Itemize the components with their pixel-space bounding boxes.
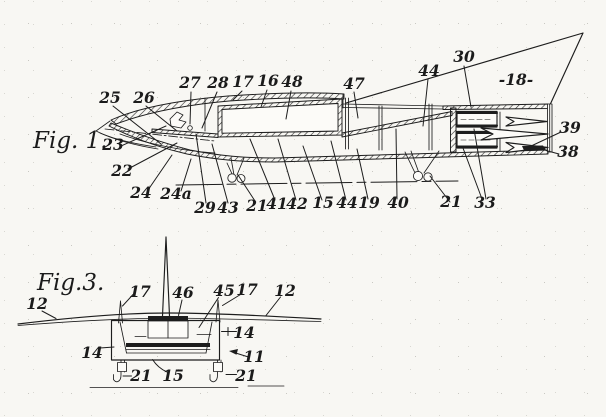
figure3-title: Fig.3. bbox=[36, 270, 104, 296]
mid-deck bbox=[341, 111, 453, 138]
payload-bay-interior bbox=[221, 103, 339, 134]
inner-wall-right bbox=[205, 321, 213, 354]
stub-fin-right bbox=[215, 299, 221, 323]
ref-label-24a: 24a bbox=[159, 184, 192, 203]
mechanism-pivot bbox=[187, 125, 193, 131]
ref-label-11: 11 bbox=[243, 347, 265, 366]
equipment-box-upper-edges bbox=[456, 112, 498, 127]
ref-label-17: 17 bbox=[236, 280, 258, 299]
ref-label-39: 39 bbox=[559, 118, 581, 137]
ground-line bbox=[175, 180, 459, 186]
nose-jaw-inner bbox=[99, 132, 157, 148]
ref-label-45: 45 bbox=[213, 281, 235, 300]
landing-skid-left bbox=[113, 359, 127, 383]
landing-skid-right bbox=[209, 359, 223, 383]
ref-label-48: 48 bbox=[281, 72, 303, 91]
ref-label-21: 21 bbox=[439, 192, 462, 211]
ref-label-23: 23 bbox=[101, 135, 124, 154]
vertical-fin bbox=[161, 236, 171, 317]
bulkhead-430 bbox=[428, 103, 433, 151]
rocket-bay-front-wall bbox=[450, 107, 457, 153]
ref-label-14: 14 bbox=[81, 343, 103, 362]
ref-label-27: 27 bbox=[178, 73, 201, 92]
ref-label-14: 14 bbox=[233, 323, 255, 342]
nose-inner-line bbox=[119, 133, 216, 154]
ref-label-21: 21 bbox=[129, 366, 152, 385]
figure1-drawing: Fig. 1. bbox=[32, 32, 584, 217]
ref-label-38: 38 bbox=[557, 142, 579, 161]
arrow-head-11 bbox=[229, 349, 238, 355]
rear-landing-gear bbox=[404, 150, 440, 182]
ref-label-29: 29 bbox=[193, 198, 216, 217]
stub-fin-left bbox=[118, 300, 123, 324]
wing-upper-line bbox=[17, 312, 322, 325]
rocket-middle bbox=[480, 127, 549, 141]
ref-label-22: 22 bbox=[110, 161, 133, 180]
ref-label-30: 30 bbox=[453, 47, 475, 66]
inner-wall-left bbox=[119, 321, 127, 354]
ground-line-fig3 bbox=[89, 385, 285, 388]
ref-label-16: 16 bbox=[257, 71, 279, 90]
tail-fin bbox=[345, 32, 584, 108]
ref-label-33: 33 bbox=[474, 193, 496, 212]
rocket-top bbox=[505, 116, 548, 127]
ref-label-21: 21 bbox=[234, 366, 257, 385]
ref-label-17: 17 bbox=[129, 282, 151, 301]
ref-label-47: 47 bbox=[343, 74, 365, 93]
nose-jaw bbox=[95, 120, 159, 150]
ref-label-25: 25 bbox=[98, 88, 121, 107]
ref-label-15: 15 bbox=[312, 193, 334, 212]
ref-label-17: 17 bbox=[232, 72, 254, 91]
rocket-bay-roof bbox=[442, 103, 549, 110]
ref-label-18: -18- bbox=[499, 70, 533, 89]
front-landing-gear bbox=[226, 157, 246, 183]
ref-label-44: 44 bbox=[336, 193, 358, 212]
cockpit-floor bbox=[151, 128, 219, 138]
hatch-cover-strip bbox=[148, 316, 188, 321]
figure1-title: Fig. 1. bbox=[32, 128, 108, 154]
rear-deck-top bbox=[342, 103, 444, 110]
ref-label-12: 12 bbox=[274, 281, 296, 300]
ref-label-46: 46 bbox=[172, 283, 194, 302]
ref-label-15: 15 bbox=[162, 366, 184, 385]
fuselage-bottom-skin bbox=[108, 122, 549, 163]
ref-label-12: 12 bbox=[26, 294, 48, 313]
ref-label-40: 40 bbox=[387, 193, 409, 212]
ref-label-26: 26 bbox=[132, 88, 155, 107]
ref-label-19: 19 bbox=[358, 193, 380, 212]
nose-mechanism bbox=[169, 111, 187, 129]
box-tick-marks bbox=[134, 334, 212, 337]
ref-label-28: 28 bbox=[206, 73, 229, 92]
bulkhead-345 bbox=[345, 97, 349, 150]
ref-label-24: 24 bbox=[129, 183, 152, 202]
ref-label-41: 41 bbox=[266, 194, 288, 213]
ref-label-21: 21 bbox=[245, 196, 268, 215]
floor-beam bbox=[126, 343, 210, 347]
ref-label-44: 44 bbox=[418, 61, 440, 80]
ref-label-42: 42 bbox=[286, 194, 308, 213]
tail-fitting bbox=[522, 145, 546, 151]
ref-label-43: 43 bbox=[217, 198, 239, 217]
figure1-leader-lines bbox=[112, 65, 562, 204]
figure3-drawing: Fig.3. bbox=[17, 236, 322, 388]
